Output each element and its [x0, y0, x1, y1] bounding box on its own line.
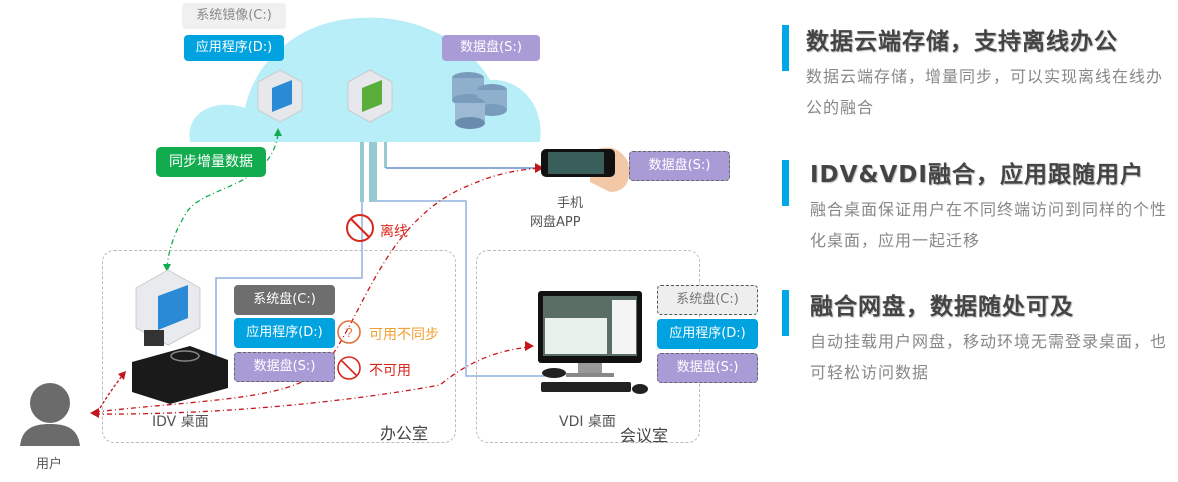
- red-arrow-phone: [535, 163, 544, 173]
- red-curve-vdi: [94, 346, 531, 415]
- idv-terminal-icon: [132, 346, 228, 404]
- question-icon: ?: [337, 320, 361, 344]
- link-to-vdi: [377, 200, 545, 377]
- vdi-desktop-label: VDI 桌面: [559, 414, 616, 430]
- feature-1-title: 数据云端存储，支持离线办公: [806, 29, 1118, 55]
- meeting-room-label: 会议室: [620, 426, 669, 445]
- cloud-pipe-middle: [369, 142, 377, 202]
- unavailable-icon: [337, 356, 361, 380]
- feature-1-accent-bar: [782, 25, 789, 71]
- feature-3-title: 融合网盘，数据随处可及: [810, 294, 1074, 320]
- vm-cube-blue-icon: [257, 69, 303, 123]
- red-arrow-user: [90, 408, 99, 418]
- red-curve-phone: [94, 167, 541, 413]
- meeting-data-disk-tag: 数据盘(S:): [657, 353, 758, 383]
- feature-3-accent-bar: [782, 290, 789, 336]
- database-icon: [452, 72, 507, 129]
- svg-text:?: ?: [345, 325, 352, 340]
- red-curve-idv: [99, 375, 123, 409]
- feature-1-desc: 数据云端存储，增量同步，可以实现离线在线办公的融合: [806, 67, 1164, 117]
- red-arrow-vdi: [525, 341, 534, 351]
- red-arrow-idv: [118, 371, 126, 380]
- cloud-pipe-left: [360, 142, 364, 202]
- idv-vm-icon: [135, 269, 201, 346]
- cloud-data-disk-tag: 数据盘(S:): [442, 35, 540, 61]
- office-system-disk-tag: 系统盘(C:): [234, 285, 335, 315]
- phone-icon: [541, 147, 630, 192]
- sync-arrow-down: [163, 264, 171, 272]
- phone-label-2: 网盘APP: [530, 215, 581, 230]
- vm-cube-green-icon: [347, 69, 393, 123]
- feature-2-desc: 融合桌面保证用户在不同终端访问到同样的个性化桌面，应用一起迁移: [810, 200, 1168, 250]
- offline-label: 离线: [380, 224, 408, 240]
- sync-incremental-label: 同步增量数据: [156, 147, 266, 177]
- phone-label-1: 手机: [556, 196, 583, 211]
- cloud-apps-tag: 应用程序(D:): [184, 35, 284, 61]
- feature-2-accent-bar: [782, 160, 789, 206]
- data-status-label: 不可用: [369, 363, 411, 379]
- meeting-system-disk-tag: 系统盘(C:): [657, 285, 758, 315]
- sync-arrow-up: [274, 128, 282, 136]
- cloud-pipe-right: [384, 142, 387, 168]
- office-apps-tag: 应用程序(D:): [234, 318, 335, 348]
- office-room-label: 办公室: [380, 424, 429, 443]
- phone-data-disk-tag: 数据盘(S:): [629, 151, 730, 181]
- meeting-apps-tag: 应用程序(D:): [657, 319, 758, 349]
- sync-curve: [166, 133, 279, 269]
- offline-icon: [346, 214, 374, 242]
- vdi-monitor-icon: [538, 291, 648, 394]
- office-room: [102, 250, 456, 443]
- feature-3-desc: 自动挂载用户网盘，移动环境无需登录桌面，也可轻松访问数据: [810, 332, 1168, 382]
- idv-desktop-label: IDV 桌面: [152, 414, 209, 430]
- apps-status-label: 可用不同步: [369, 327, 439, 343]
- user-avatar-icon: [20, 383, 80, 446]
- office-data-disk-tag: 数据盘(S:): [234, 352, 335, 382]
- user-label: 用户: [36, 457, 63, 472]
- cloud-system-image-tag: 系统镜像(C:): [182, 3, 286, 29]
- feature-2-title: IDV&VDI融合，应用跟随用户: [810, 162, 1144, 188]
